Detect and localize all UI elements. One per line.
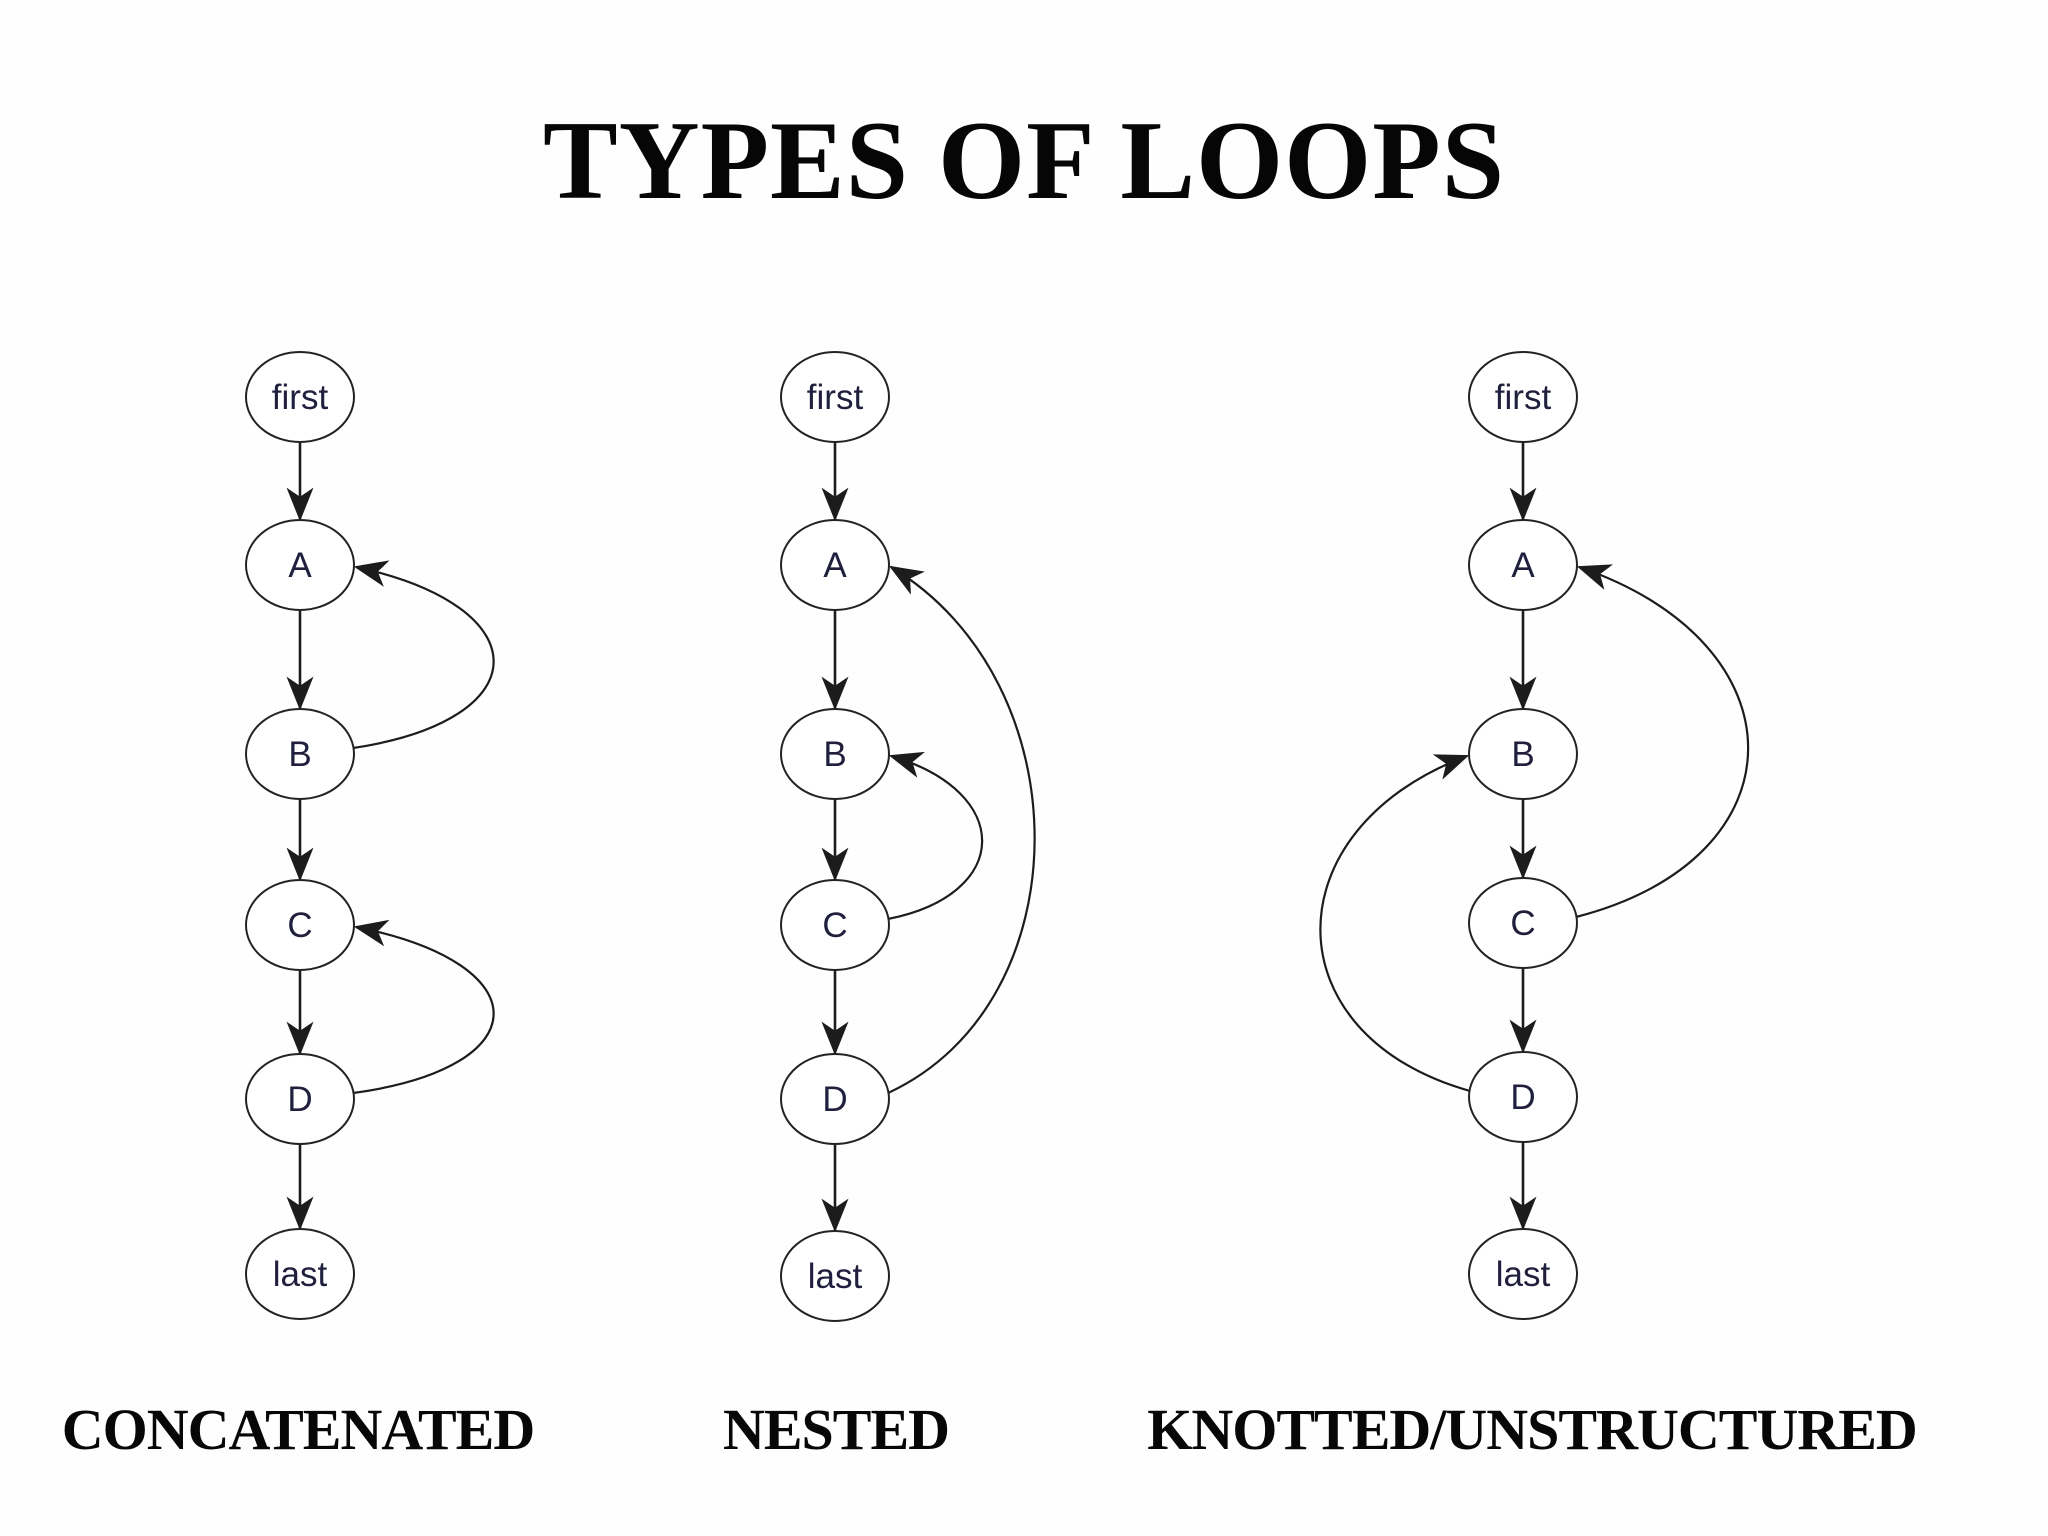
node-B-circle <box>780 708 890 800</box>
node-D-circle <box>780 1053 890 1145</box>
node-last-label: last <box>1496 1255 1551 1294</box>
node-C-circle <box>780 879 890 971</box>
node-C-label: C <box>1510 904 1535 943</box>
node-D-label: D <box>287 1080 312 1119</box>
node-C-label: C <box>822 906 847 945</box>
node-first-label: first <box>1495 378 1552 417</box>
node-A-label: A <box>823 546 847 585</box>
back-edge-D-to-A <box>887 565 1036 1094</box>
node-A-circle <box>245 519 355 611</box>
node-B-circle <box>245 708 355 800</box>
node-first-circle <box>245 351 355 443</box>
node-C-circle <box>1468 877 1578 969</box>
node-A-circle <box>1468 519 1578 611</box>
node-last-label: last <box>808 1257 863 1296</box>
back-edge-C-to-B <box>887 751 984 921</box>
caption-knotted-unstructured: KNOTTED/UNSTRUCTURED <box>1147 1397 1918 1462</box>
node-A-label: A <box>1511 546 1535 585</box>
node-D-label: D <box>822 1080 847 1119</box>
back-edge-C-to-A <box>1575 564 1750 919</box>
node-last-circle <box>245 1228 355 1320</box>
caption-concatenated: CONCATENATED <box>61 1397 535 1462</box>
back-edge-D-to-B <box>1319 754 1471 1093</box>
node-first-circle <box>1468 351 1578 443</box>
node-B-label: B <box>1511 735 1534 774</box>
node-D-circle <box>245 1053 355 1145</box>
node-C-circle <box>245 879 355 971</box>
node-C-label: C <box>287 906 312 945</box>
node-D-circle <box>1468 1051 1578 1143</box>
node-D-label: D <box>1510 1078 1535 1117</box>
page-title: TYPES OF LOOPS <box>542 99 1505 224</box>
node-last-circle <box>780 1230 890 1322</box>
node-B-label: B <box>823 735 846 774</box>
node-A-label: A <box>288 546 312 585</box>
node-first-label: first <box>272 378 329 417</box>
node-last-circle <box>1468 1228 1578 1320</box>
caption-nested: NESTED <box>722 1397 950 1462</box>
node-A-circle <box>780 519 890 611</box>
node-last-label: last <box>273 1255 328 1294</box>
node-first-circle <box>780 351 890 443</box>
node-B-circle <box>1468 708 1578 800</box>
node-first-label: first <box>807 378 864 417</box>
back-edge-B-to-A <box>352 560 495 750</box>
node-B-label: B <box>288 735 311 774</box>
back-edge-D-to-C <box>352 919 495 1095</box>
